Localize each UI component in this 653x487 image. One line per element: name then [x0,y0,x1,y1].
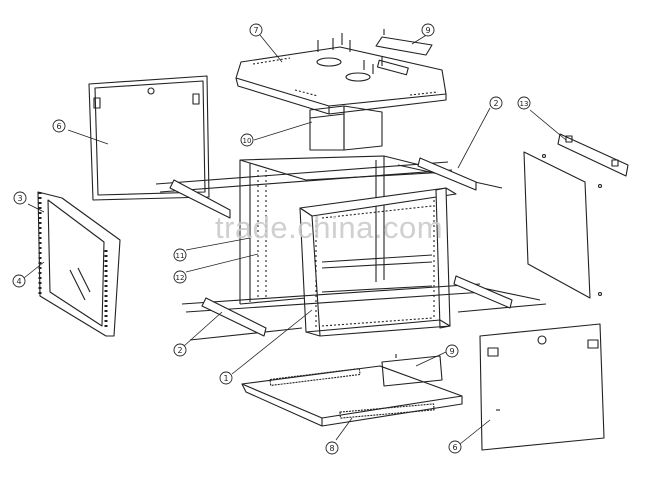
mounting-rails [155,161,547,341]
callout-11: 11 [176,252,185,260]
callout-circles [12,23,531,455]
callout-9-bottom: 9 [449,347,454,356]
rail-brackets [169,157,513,337]
top-strip [557,133,629,177]
left-side-panel [88,75,210,201]
front-glass-door [37,191,121,337]
right-side-panel [523,151,603,299]
leader-lines [23,33,567,445]
callout-3: 3 [17,194,22,203]
cable-duct [309,105,383,151]
callout-12: 12 [176,274,185,282]
callout-10: 10 [243,137,252,145]
watermark-text: trade.china.com [215,210,444,245]
callout-labels: 7 9 10 6 3 4 2 13 11 12 2 1 9 8 6 [16,26,528,453]
bottom-plate [381,354,443,387]
callout-1: 1 [223,374,228,383]
callout-8: 8 [329,444,334,453]
front-frame [299,187,457,337]
callout-13: 13 [520,100,529,108]
callout-2-top: 2 [493,99,498,108]
callout-6-right: 6 [452,443,457,452]
rear-door [479,323,605,451]
callout-9-top: 9 [425,26,430,35]
callout-6-left: 6 [56,122,61,131]
bottom-base [241,365,463,427]
top-cover [235,33,447,115]
callout-4: 4 [16,277,21,286]
callout-7: 7 [253,26,258,35]
callout-2-bottom: 2 [177,346,182,355]
